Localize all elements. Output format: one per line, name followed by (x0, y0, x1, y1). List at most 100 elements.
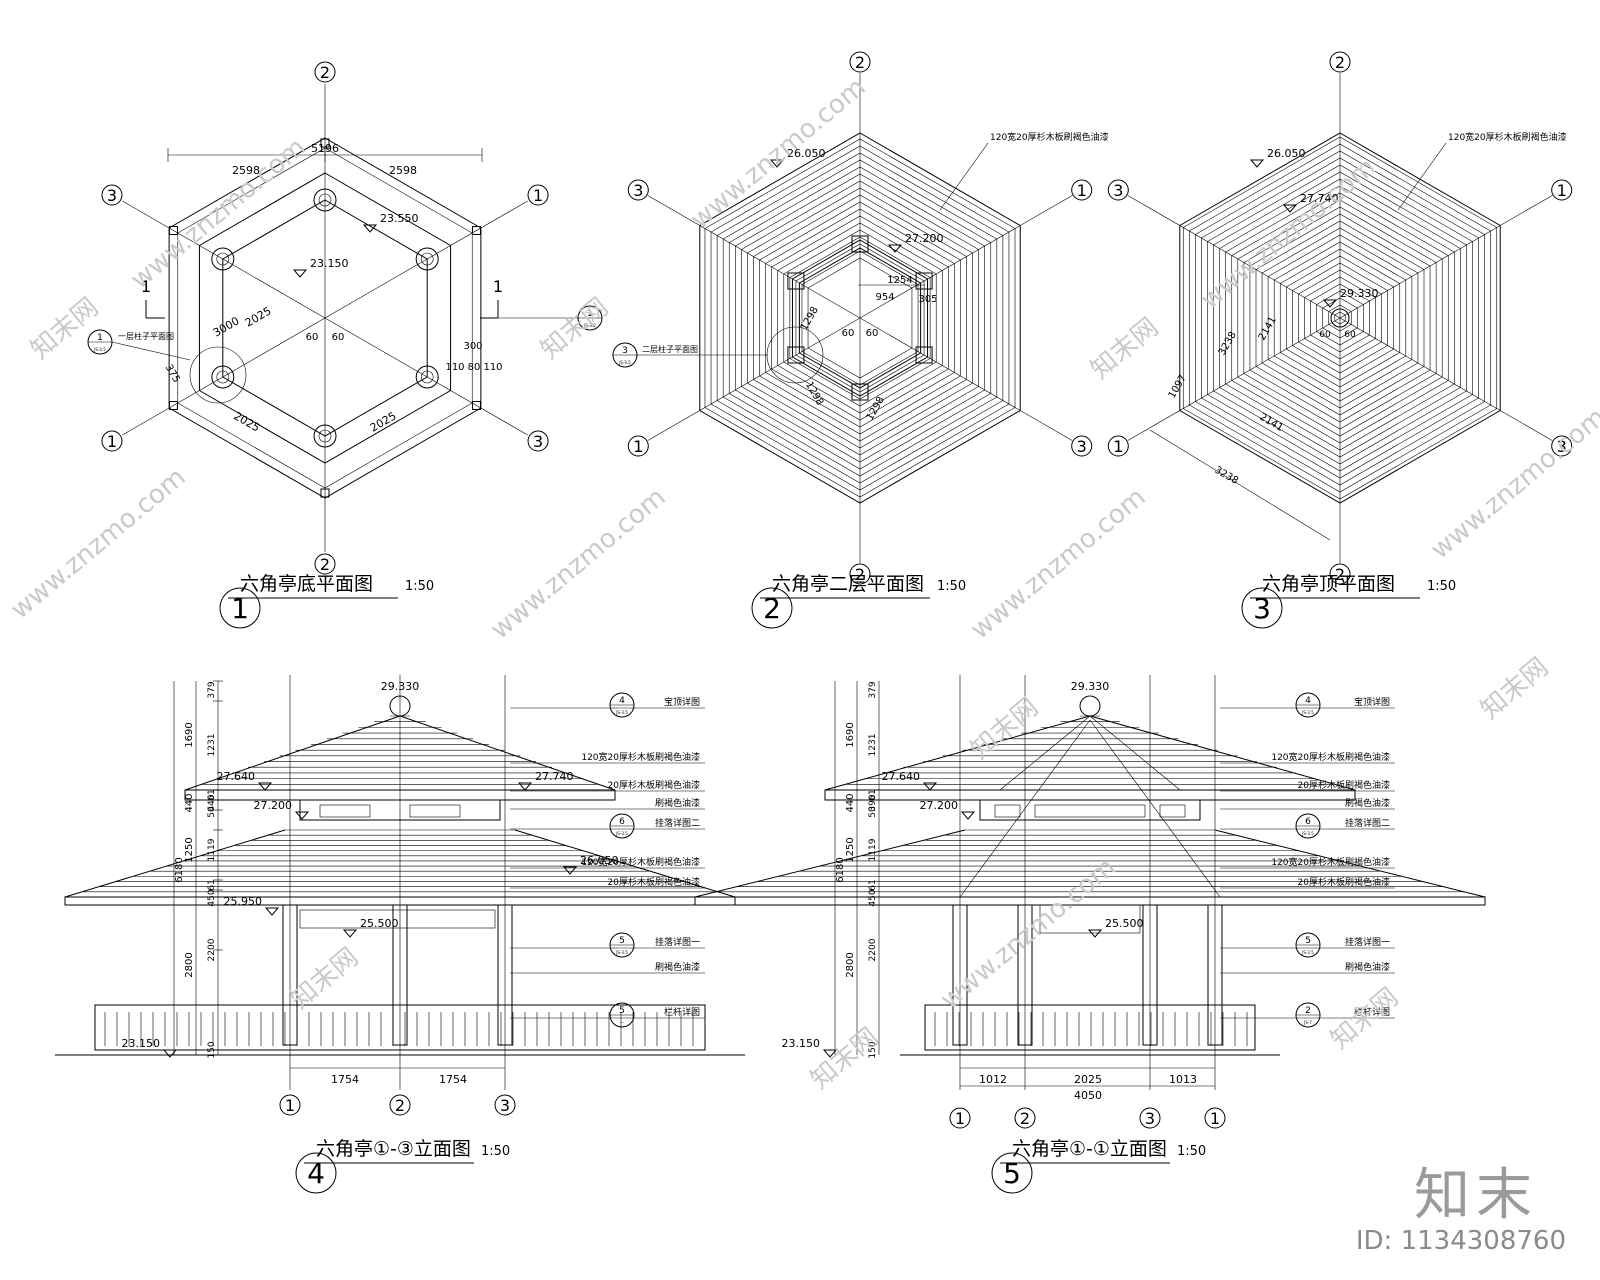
annotation-note: 120宽20厚杉木板刷褐色油漆 (581, 751, 700, 763)
level-label: 27.200 (905, 232, 944, 245)
upper-window (1034, 804, 1146, 818)
dimension-label: 1250 (845, 837, 856, 862)
roof-hip (1089, 715, 1181, 791)
axis-bubble (1107, 435, 1129, 457)
dimension-label: 1119 (207, 838, 217, 861)
dimension-label: 379 (868, 681, 878, 698)
post (320, 488, 330, 498)
level-marker (960, 811, 976, 820)
finial-plan (1330, 308, 1350, 328)
axis-label: 1 (1557, 181, 1567, 200)
annotation-note: 20厚杉木板刷褐色油漆 (608, 779, 700, 791)
roof-slope (1214, 829, 1486, 898)
roof-slope (514, 829, 736, 898)
column (313, 188, 337, 212)
drawing-scale: 1:50 (481, 1144, 510, 1159)
annotation-note: 120宽20厚杉木板刷褐色油漆 (1271, 856, 1390, 868)
axis-bubble (1329, 563, 1351, 585)
annotation-note: 120宽20厚杉木板刷褐色油漆 (581, 856, 700, 868)
dimension-label: 1690 (184, 722, 195, 747)
annotation-note: 刷褐色油漆 (1345, 961, 1390, 973)
watermark-text: 知末网 (1325, 982, 1404, 1055)
level-marker (887, 244, 903, 253)
drawing-index: 1 (231, 592, 249, 625)
dimension-label: 1754 (439, 1073, 467, 1086)
detail-circle (189, 346, 247, 404)
level-label: 29.330 (1071, 680, 1110, 693)
dimension-label: 1013 (1169, 1073, 1197, 1086)
callout-number: 4 (1305, 696, 1311, 706)
dimension-label: 3238 (1212, 465, 1240, 487)
dimension-label: 2800 (184, 952, 195, 977)
dimension-label: 6180 (174, 857, 185, 882)
roof-slope (184, 715, 401, 791)
level-marker (1282, 204, 1298, 213)
callout-reference: JS-7 (1303, 1020, 1312, 1025)
annotation-note: 20厚杉木板刷褐色油漆 (1298, 779, 1390, 791)
axis-label: 1 (955, 1109, 965, 1128)
dimension-label: 60 (866, 328, 879, 339)
upper-eave-fascia (824, 789, 1356, 801)
leader-line (111, 341, 191, 361)
axis-label: 2 (320, 555, 330, 574)
drawing-scale: 1:50 (937, 579, 966, 594)
annotation-note: 宝顶详图 (1354, 696, 1390, 708)
callout-number: 5 (619, 936, 625, 946)
column (787, 346, 805, 364)
dimension-label: 440 (207, 794, 217, 811)
drawing-index: 2 (763, 592, 781, 625)
axis-label: 3 (533, 432, 543, 451)
axis-label: 1 (1077, 181, 1087, 200)
axis-bubble (527, 184, 549, 206)
axis-label: 2 (320, 63, 330, 82)
axis-bubble (314, 61, 336, 83)
level-label: 26.050 (787, 147, 826, 160)
dimension-label: 2025 (231, 409, 262, 434)
column-core (318, 193, 332, 207)
drawing-index-bubble (1241, 587, 1283, 629)
level-marker (264, 907, 280, 916)
level-label: 27.740 (535, 770, 574, 783)
annotation-note: 栏杆详图 (664, 1006, 700, 1018)
level-marker (922, 782, 938, 791)
annotation-note: 20厚杉木板刷褐色油漆 (1298, 876, 1390, 888)
dimension-label: 3000 (211, 314, 242, 339)
column (915, 272, 933, 290)
post (472, 226, 482, 235)
hanging-fascia (1039, 904, 1141, 934)
annotation-note: 挂落详图二 (655, 817, 700, 829)
railing (94, 1004, 706, 1051)
drawing-index-bubble (295, 1152, 337, 1194)
drawing-index-bubble (991, 1152, 1033, 1194)
dimension-label: 1254 (887, 275, 912, 286)
callout-reference: JS-3.5 (615, 710, 628, 715)
column-core (216, 252, 230, 266)
annotation-note: 120宽20厚杉木板刷褐色油漆 (1448, 131, 1567, 143)
axis-label: 2 (1335, 53, 1345, 72)
dimension-label: 61 (868, 879, 878, 890)
callout-reference: JS-3.5 (615, 950, 628, 955)
upper-window (1159, 804, 1186, 818)
section-mark: 1 (493, 277, 503, 296)
axis-label: 3 (107, 186, 117, 205)
level-marker (517, 782, 533, 791)
axis-label: 1 (1113, 437, 1123, 456)
watermark-text: www.znzmo.com (125, 132, 311, 295)
watermark-text: 知末网 (25, 292, 104, 365)
dimension-label: 80 (468, 362, 481, 373)
axis-bubble (389, 1094, 411, 1116)
drawing-index-bubble (219, 587, 261, 629)
post (320, 138, 330, 148)
axis-label: 1 (533, 186, 543, 205)
dimension-label: 61 (207, 879, 217, 890)
column (915, 346, 933, 364)
upper-window-band (979, 799, 1201, 821)
drawing-title: 六角亭①-③立面图 (316, 1138, 471, 1160)
section-mark: 1 (141, 277, 151, 296)
level-label: 26.050 (580, 854, 619, 867)
dimension-label: 6180 (835, 857, 846, 882)
annotation-note: 挂落详图一 (655, 936, 700, 948)
dimension-label: 1690 (845, 722, 856, 747)
drawing-index-bubble (751, 587, 793, 629)
